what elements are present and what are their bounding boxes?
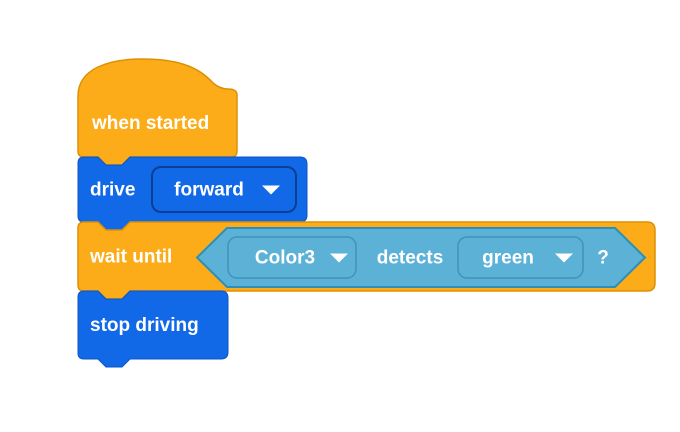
condition-question-label: ? bbox=[597, 248, 609, 269]
stop-driving-block-shape[interactable] bbox=[77, 290, 229, 368]
sensor-dropdown[interactable]: Color3 bbox=[227, 236, 357, 279]
wait-until-label: wait until bbox=[89, 247, 172, 268]
drive-label: drive bbox=[90, 180, 135, 201]
dropdown-arrow-icon bbox=[330, 253, 348, 263]
dropdown-arrow-icon bbox=[262, 185, 280, 195]
sensor-dropdown-value: Color3 bbox=[255, 248, 315, 269]
block-wait-until[interactable]: wait until Color3 detects green ? bbox=[77, 221, 656, 300]
block-drive[interactable]: drive forward bbox=[77, 156, 308, 231]
when-started-block-shape[interactable] bbox=[77, 58, 238, 166]
when-started-label: when started bbox=[91, 113, 209, 134]
block-stop-driving[interactable]: stop driving bbox=[77, 290, 229, 368]
drive-direction-dropdown-box bbox=[151, 166, 297, 213]
block-when-started[interactable]: when started bbox=[77, 58, 238, 166]
drive-direction-dropdown-value: forward bbox=[174, 180, 244, 201]
sensor-dropdown-box bbox=[227, 236, 357, 279]
dropdown-arrow-icon bbox=[555, 253, 573, 263]
color-dropdown-value: green bbox=[482, 248, 534, 269]
condition-verb-label: detects bbox=[377, 248, 444, 269]
color-dropdown[interactable]: green bbox=[457, 236, 584, 279]
color-dropdown-box bbox=[457, 236, 584, 279]
condition-detects-block[interactable]: Color3 detects green ? bbox=[195, 227, 647, 288]
drive-direction-dropdown[interactable]: forward bbox=[151, 166, 297, 213]
stop-driving-label: stop driving bbox=[90, 315, 199, 336]
